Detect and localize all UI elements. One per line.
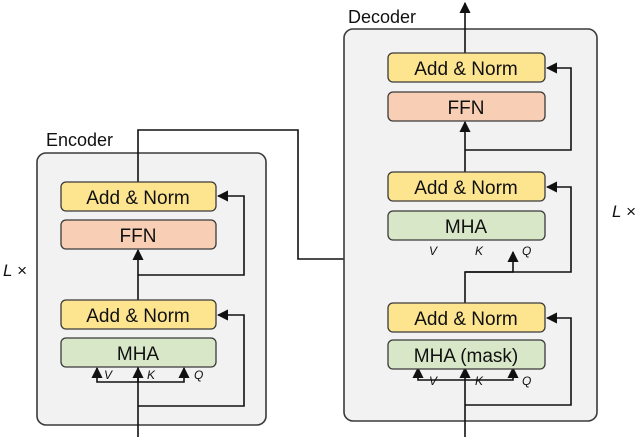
decoder-repeat-label: L × — [612, 202, 636, 221]
decoder-masked-mha-label: MHA (mask) — [414, 346, 519, 367]
decoder-add-norm-bottom-box — [387, 302, 546, 333]
encoder-ffn-label: FFN — [120, 226, 157, 247]
encoder-add-norm-bottom-box — [60, 299, 217, 330]
decoder-cross-input-k: K — [475, 244, 484, 258]
encoder-mha-label: MHA — [117, 344, 160, 365]
decoder-add-norm-bottom-label: Add & Norm — [414, 309, 517, 330]
decoder-add-norm-mid-box — [387, 171, 546, 202]
decoder-wires — [412, 1, 572, 437]
encoder-add-norm-top-box — [60, 181, 217, 212]
encoder-ffn-box — [60, 219, 217, 250]
encoder-add-norm-bottom-label: Add & Norm — [86, 306, 189, 327]
decoder-cross-mha-box — [387, 210, 546, 241]
decoder-cross-mha-label: MHA — [445, 217, 488, 238]
decoder-self-input-k: K — [475, 374, 484, 388]
encoder-input-k: K — [147, 368, 156, 382]
encoder-add-norm-top-label: Add & Norm — [86, 188, 189, 209]
decoder-cross-input-q: Q — [522, 244, 531, 258]
decoder-cross-input-v: V — [429, 244, 438, 258]
decoder-ffn-label: FFN — [448, 98, 485, 119]
decoder-add-norm-top-label: Add & Norm — [414, 59, 517, 80]
encoder-repeat-label: L × — [3, 261, 27, 280]
decoder-self-input-q: Q — [522, 374, 531, 388]
encoder-mha-box — [60, 337, 217, 368]
decoder-add-norm-mid-label: Add & Norm — [414, 178, 517, 199]
decoder-masked-mha-box — [387, 339, 546, 370]
encoder-title: Encoder — [46, 130, 113, 150]
decoder-self-input-v: V — [429, 374, 438, 388]
encoder-input-q: Q — [194, 368, 203, 382]
decoder-add-norm-top-box — [387, 52, 546, 83]
encoder-input-v: V — [104, 368, 113, 382]
decoder-ffn-box — [387, 91, 546, 122]
decoder-title: Decoder — [348, 7, 416, 27]
